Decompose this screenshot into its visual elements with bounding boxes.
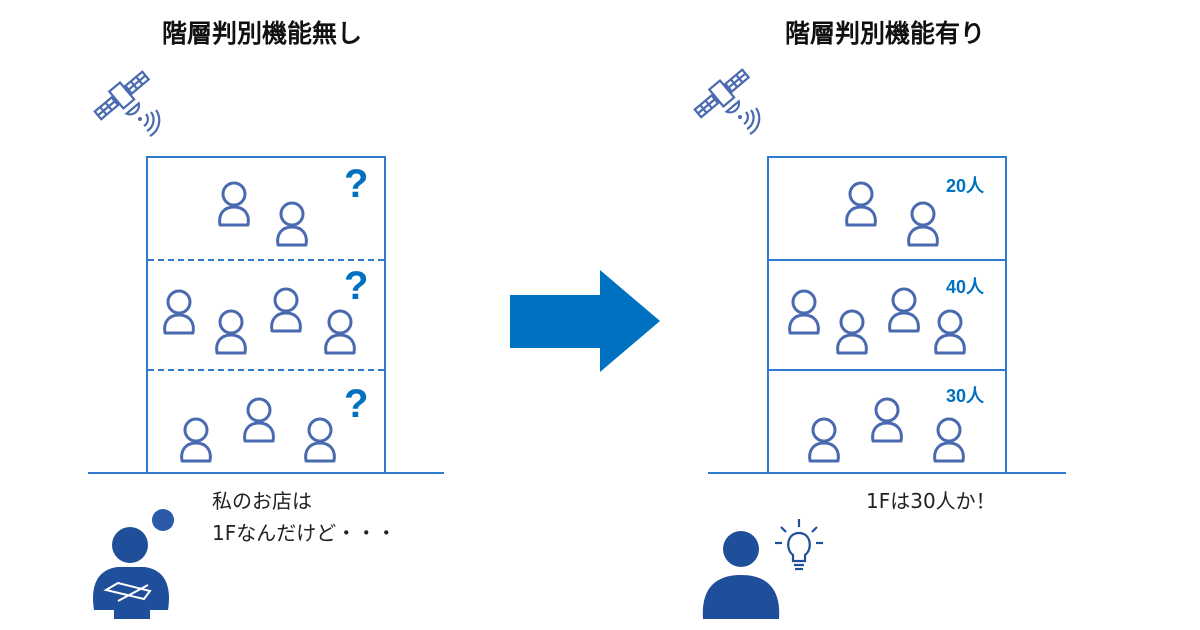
speech-text: 1Fは30人か！ [866, 489, 996, 513]
person-outline-icon [907, 201, 939, 247]
person-outline-icon [270, 287, 302, 333]
floor-divider [769, 259, 1005, 261]
lightbulb-icon [775, 519, 823, 571]
floor-divider [769, 369, 1005, 371]
right-arrow-icon [510, 270, 660, 372]
person-outline-icon [933, 417, 965, 463]
floor-divider [148, 369, 384, 371]
unknown-floor-mark: ? [344, 382, 369, 426]
right-title: 階層判別機能有り [784, 19, 985, 48]
ground-line [708, 472, 1066, 474]
person-outline-icon [163, 289, 195, 335]
speech-line-2: 1Fなんだけど・・・ [212, 521, 397, 545]
person-outline-icon [888, 287, 920, 333]
left-title: 階層判別機能無し [161, 19, 362, 48]
unknown-floor-mark: ? [344, 264, 369, 308]
person-outline-icon [788, 289, 820, 335]
person-outline-icon [276, 201, 308, 247]
speech-line-1: 私のお店は [212, 489, 312, 513]
person-outline-icon [808, 417, 840, 463]
person-outline-icon [871, 397, 903, 443]
person-outline-icon [215, 309, 247, 355]
unknown-floor-mark: ? [344, 162, 369, 206]
person-outline-icon [218, 181, 250, 227]
floor-divider [148, 259, 384, 261]
person-outline-icon [243, 397, 275, 443]
person-outline-icon [324, 309, 356, 355]
person-outline-icon [845, 181, 877, 227]
satellite-icon [89, 66, 161, 138]
person-outline-icon [304, 417, 336, 463]
ground-line [88, 472, 444, 474]
person-outline-icon [836, 309, 868, 355]
floor-2-count: 40人 [946, 277, 985, 297]
floor-3-count: 20人 [946, 176, 985, 196]
idea-person-icon [702, 519, 823, 619]
person-outline-icon [934, 309, 966, 355]
confused-person-icon [93, 509, 174, 619]
satellite-icon [689, 64, 761, 136]
floor-1-count: 30人 [946, 386, 985, 406]
person-outline-icon [180, 417, 212, 463]
